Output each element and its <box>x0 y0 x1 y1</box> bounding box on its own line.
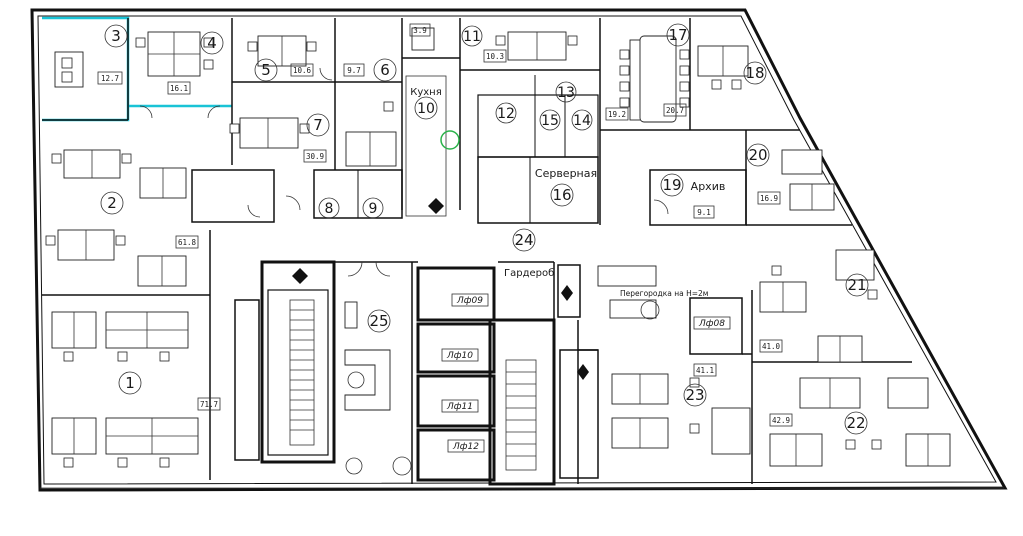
room-number-23: 23 <box>685 386 704 404</box>
room-number-6: 6 <box>380 61 390 79</box>
lift-label-5: Лф08 <box>698 319 725 329</box>
area-room-17: 19.2 <box>608 110 626 119</box>
area-room-7: 30.9 <box>306 152 324 161</box>
room-number-9: 9 <box>369 201 378 217</box>
furniture <box>45 27 951 476</box>
labels: Гардероб Перегородка на Н=2м Лф09 Лф10 Л… <box>441 268 731 453</box>
interior-walls <box>40 18 1004 489</box>
room-name-19: Архив <box>691 180 726 193</box>
room-number-2: 2 <box>107 194 117 212</box>
room-number-1: 1 <box>125 374 135 392</box>
room-numbers: 1 2 3 4 5 6 7 8 9 10 Кухня 11 12 13 15 1… <box>100 23 869 435</box>
lift-label-1: Лф09 <box>456 296 483 306</box>
room-number-3: 3 <box>111 27 121 45</box>
room-number-24: 24 <box>514 231 533 249</box>
room-name-16: Серверная <box>535 167 597 180</box>
lift-label-2: Лф10 <box>446 351 473 361</box>
room-name-10: Кухня <box>410 87 442 98</box>
room-number-16: 16 <box>552 186 571 204</box>
area-room-1: 71.7 <box>200 400 218 409</box>
doors <box>139 67 669 277</box>
area-room-6: 9.7 <box>347 66 361 75</box>
room-number-7: 7 <box>313 116 323 134</box>
area-room-18: 20.7 <box>666 106 684 115</box>
room-number-4: 4 <box>207 34 217 52</box>
area-room-5: 10.6 <box>293 66 312 75</box>
area-room-19: 9.1 <box>697 208 711 217</box>
area-room-2: 61.8 <box>178 238 197 247</box>
room-number-11: 11 <box>463 29 481 45</box>
area-room-20: 16.9 <box>760 194 778 203</box>
area-room-3: 12.7 <box>101 74 119 83</box>
area-room-23: 41.1 <box>696 366 714 375</box>
room-number-21: 21 <box>847 276 866 294</box>
room-number-13: 13 <box>557 85 575 101</box>
room-number-8: 8 <box>325 201 334 217</box>
area-room-21: 41.0 <box>762 342 781 351</box>
green-marker <box>440 130 460 150</box>
room-number-10: 10 <box>417 101 435 117</box>
wardrobe-label: Гардероб <box>504 268 554 279</box>
area-room-22: 42.9 <box>772 416 790 425</box>
room-number-19: 19 <box>662 176 681 194</box>
shaft-markers <box>292 198 589 380</box>
room-number-5: 5 <box>261 61 271 79</box>
area-extra-1: 10.3 <box>486 52 504 61</box>
room-areas: 71.7 61.8 12.7 16.1 10.6 9.7 30.9 3.9 10… <box>97 23 793 427</box>
lift-label-3: Лф11 <box>446 402 473 412</box>
room-number-18: 18 <box>745 64 764 82</box>
outer-walls <box>30 8 1008 492</box>
stairs <box>289 299 537 471</box>
room-number-14: 14 <box>573 113 591 129</box>
room-number-15: 15 <box>541 113 559 129</box>
room-number-12: 12 <box>497 106 515 122</box>
room-number-25: 25 <box>369 312 388 330</box>
area-room-4: 16.1 <box>170 84 188 93</box>
room-number-20: 20 <box>748 146 767 164</box>
lift-label-4: Лф12 <box>452 442 479 452</box>
room-number-22: 22 <box>846 414 865 432</box>
area-room-11: 3.9 <box>413 26 427 35</box>
partition-note: Перегородка на Н=2м <box>620 289 708 298</box>
room-number-17: 17 <box>668 26 687 44</box>
